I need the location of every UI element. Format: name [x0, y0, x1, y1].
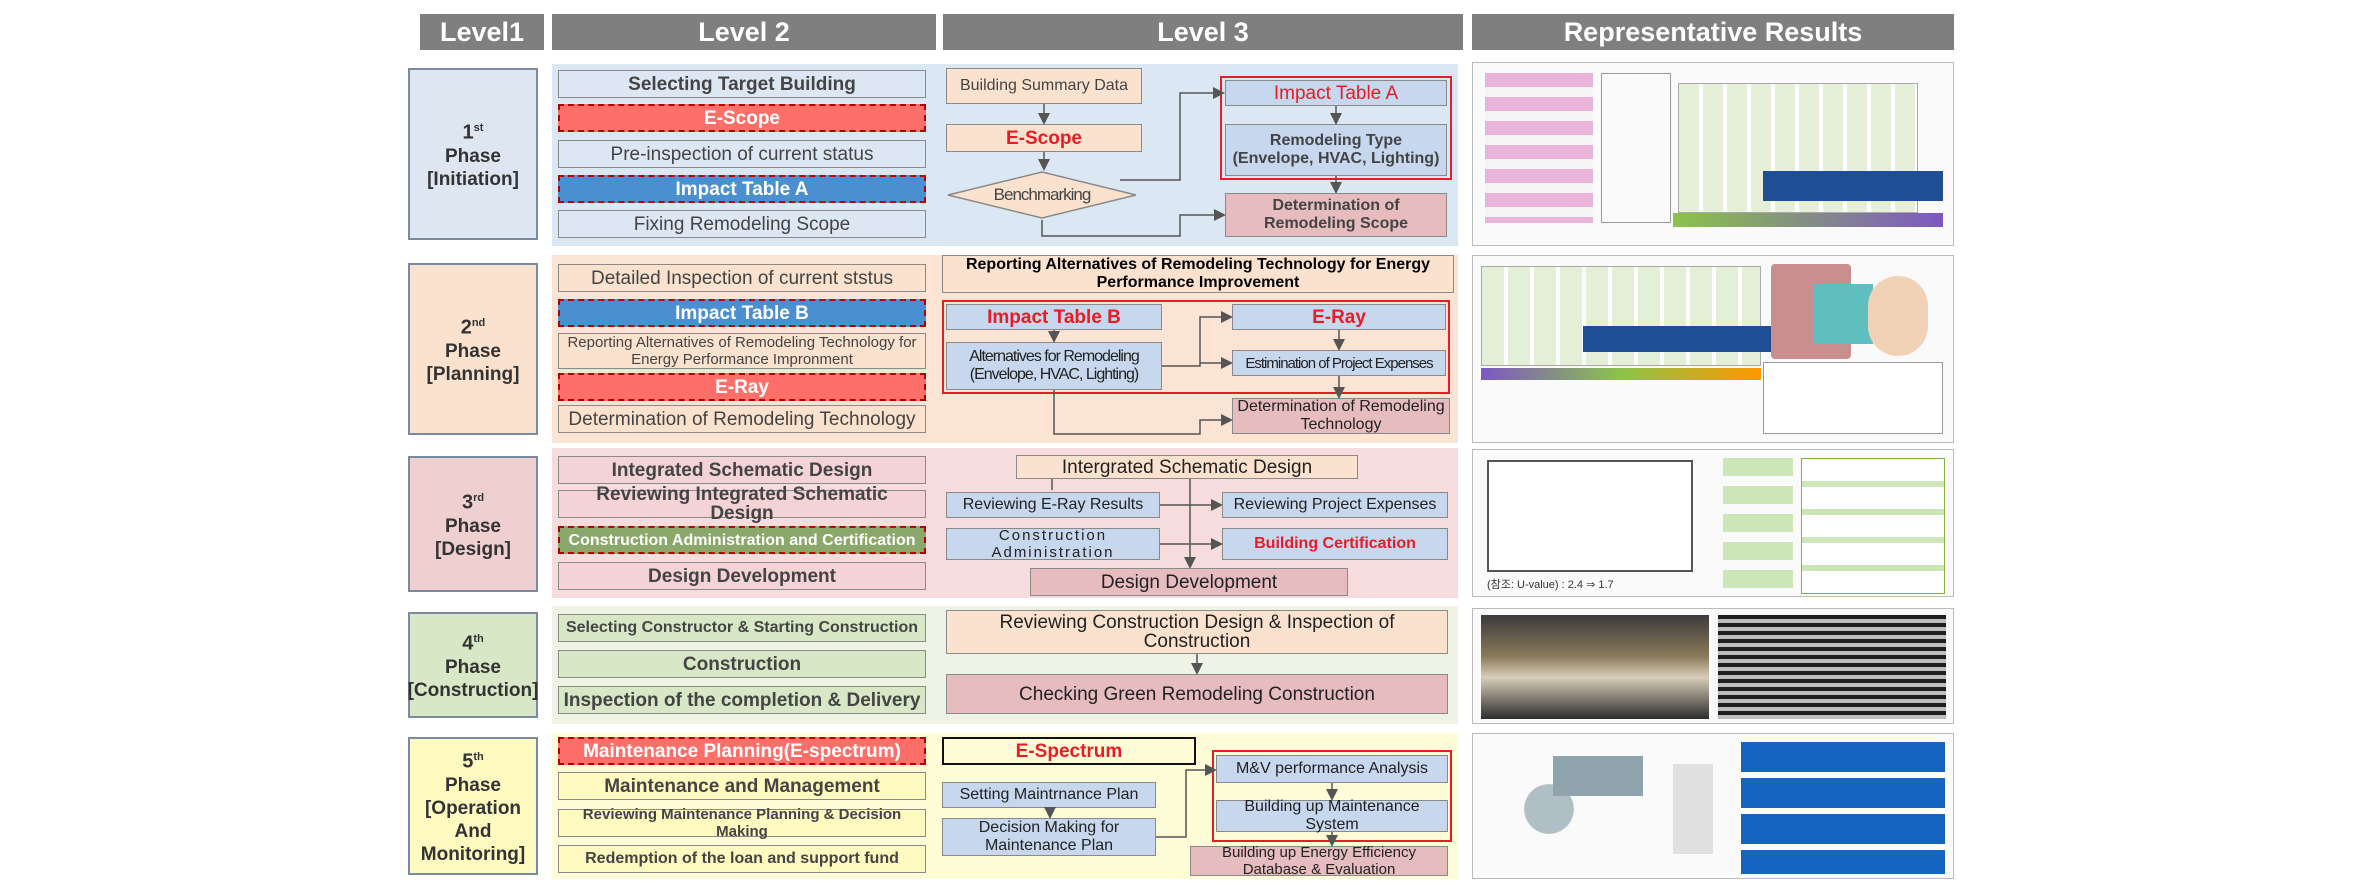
result-panel-phase4	[1472, 608, 1954, 724]
legend-bar-thumb	[1673, 213, 1943, 227]
l3-p2-determination-tech: Determination of Remodeling Technology	[1232, 398, 1450, 434]
l2-p5-reviewing-maintenance: Reviewing Maintenance Planning & Decisio…	[558, 806, 926, 840]
l2-p2-reporting-alternatives: Reporting Alternatives of Remodeling Tec…	[558, 333, 926, 369]
header-level2: Level 2	[552, 14, 936, 50]
l3-p1-impact-table-a: Impact Table A	[1225, 80, 1447, 106]
l3-p5-database: Building up Energy Efficiency Database &…	[1190, 844, 1448, 878]
l3-p5-building-up: Building up Maintenance System	[1216, 798, 1448, 833]
l3-p3-review-expenses: Reviewing Project Expenses	[1222, 492, 1448, 518]
l3-p1-benchmarking: Benchmarking	[946, 170, 1138, 220]
l2-p2-determination: Determination of Remodeling Technology	[558, 405, 926, 433]
l3-p2-estimation: Estimination of Project Expenses	[1232, 350, 1446, 376]
header-level1: Level1	[420, 14, 544, 50]
result-panel-phase1	[1472, 62, 1954, 246]
highlight-arrow-bar2	[1583, 326, 1773, 352]
l3-p5-setting: Setting Maintrnance Plan	[942, 782, 1156, 808]
l2-p3-design-development: Design Development	[558, 562, 926, 590]
l3-p2-reporting: Reporting Alternatives of Remodeling Tec…	[942, 255, 1454, 293]
l3-p1-determination-scope: Determination of Remodeling Scope	[1225, 193, 1447, 237]
server-icon-thumb	[1673, 764, 1713, 854]
header-level3: Level 3	[943, 14, 1463, 50]
l3-p1-building-summary: Building Summary Data	[946, 68, 1142, 104]
result-panel-phase5	[1472, 733, 1954, 879]
monitoring-screens-thumb	[1741, 742, 1945, 874]
l3-p3-building-cert: Building Certification	[1222, 528, 1448, 560]
l3-p2-eray: E-Ray	[1232, 304, 1446, 330]
l2-p1-fixing-scope: Fixing Remodeling Scope	[558, 210, 926, 238]
result-panel-phase2	[1472, 255, 1954, 443]
l3-p3-integrated: Intergrated Schematic Design	[1016, 455, 1358, 479]
phase4-label: 4th Phase [Construction]	[408, 612, 538, 718]
l3-p3-construction-admin: Construction Administration	[946, 527, 1160, 561]
l3-p2-impact-table-b: Impact Table B	[946, 304, 1162, 330]
l2-p4-inspection-completion: Inspection of the completion & Delivery	[558, 686, 926, 714]
base-plan-thumb	[1601, 73, 1671, 223]
l2-p5-maintenance-management: Maintenance and Management	[558, 772, 926, 800]
phase5-label: 5th Phase [Operation And Monitoring]	[408, 737, 538, 875]
l3-p1-remodeling-type: Remodeling Type (Envelope, HVAC, Lightin…	[1225, 124, 1447, 176]
l2-p4-construction: Construction	[558, 650, 926, 678]
highlight-arrow-bar	[1763, 171, 1943, 201]
person-thumb	[1868, 276, 1928, 356]
window-blinds-photo1	[1481, 615, 1709, 719]
legend-bar-thumb2	[1481, 368, 1761, 380]
l3-p2-impact-frame	[942, 300, 1450, 394]
benchmarking-label: Benchmarking	[993, 185, 1092, 204]
l3-p1-escope: E-Scope	[946, 124, 1142, 152]
phase2-label: 2nd Phase [Planning]	[408, 263, 538, 435]
l2-p5-maintenance-planning: Maintenance Planning(E-spectrum)	[558, 737, 926, 765]
l2-p1-impact-table-a: Impact Table A	[558, 175, 926, 203]
phase1-label: 1st Phase [Initiation]	[408, 68, 538, 240]
result-panel-phase3: (참조: U-value) : 2.4 ⇒ 1.7	[1472, 449, 1954, 597]
l2-p2-detailed-inspection: Detailed Inspection of current ststus	[558, 264, 926, 292]
xray-scan-thumb	[1813, 284, 1873, 344]
l2-p1-preinspection: Pre-inspection of current status	[558, 140, 926, 168]
escope-table-thumb	[1485, 73, 1593, 223]
l3-p5-decision: Decision Making for Maintenance Plan	[942, 818, 1156, 856]
l2-p1-selecting-target: Selecting Target Building	[558, 70, 926, 98]
l2-p3-construction-admin: Construction Administration and Certific…	[558, 526, 926, 554]
building-icon-thumb	[1553, 756, 1643, 796]
l2-p2-eray: E-Ray	[558, 373, 926, 401]
phase3-label: 3rd Phase [Design]	[408, 456, 538, 592]
l2-p3-reviewing-schematic: Reviewing Integrated Schematic Design	[558, 485, 926, 523]
l2-p1-escope: E-Scope	[558, 104, 926, 132]
l3-p3-review-eray: Reviewing E-Ray Results	[946, 492, 1160, 518]
process-steps-thumb	[1723, 458, 1793, 594]
l2-p2-impact-table-b: Impact Table B	[558, 299, 926, 327]
l2-p4-selecting-constructor: Selecting Constructor & Starting Constru…	[558, 614, 926, 642]
benchmark-diamond-shape	[947, 171, 1137, 219]
l2-p3-integrated-schematic: Integrated Schematic Design	[558, 456, 926, 484]
floor-plan-thumb	[1487, 460, 1693, 572]
process-notes-thumb	[1801, 458, 1945, 594]
l3-p5-espectrum: E-Spectrum	[942, 737, 1196, 765]
uvalue-caption: (참조: U-value) : 2.4 ⇒ 1.7	[1487, 579, 1614, 591]
l3-p4-reviewing: Reviewing Construction Design & Inspecti…	[946, 610, 1448, 654]
header-results: Representative Results	[1472, 14, 1954, 50]
l3-p5-mv: M&V performance Analysis	[1216, 755, 1448, 783]
window-blinds-photo2	[1718, 615, 1946, 719]
expense-chart-thumb	[1763, 362, 1943, 434]
l2-p5-redemption: Redemption of the loan and support fund	[558, 845, 926, 873]
